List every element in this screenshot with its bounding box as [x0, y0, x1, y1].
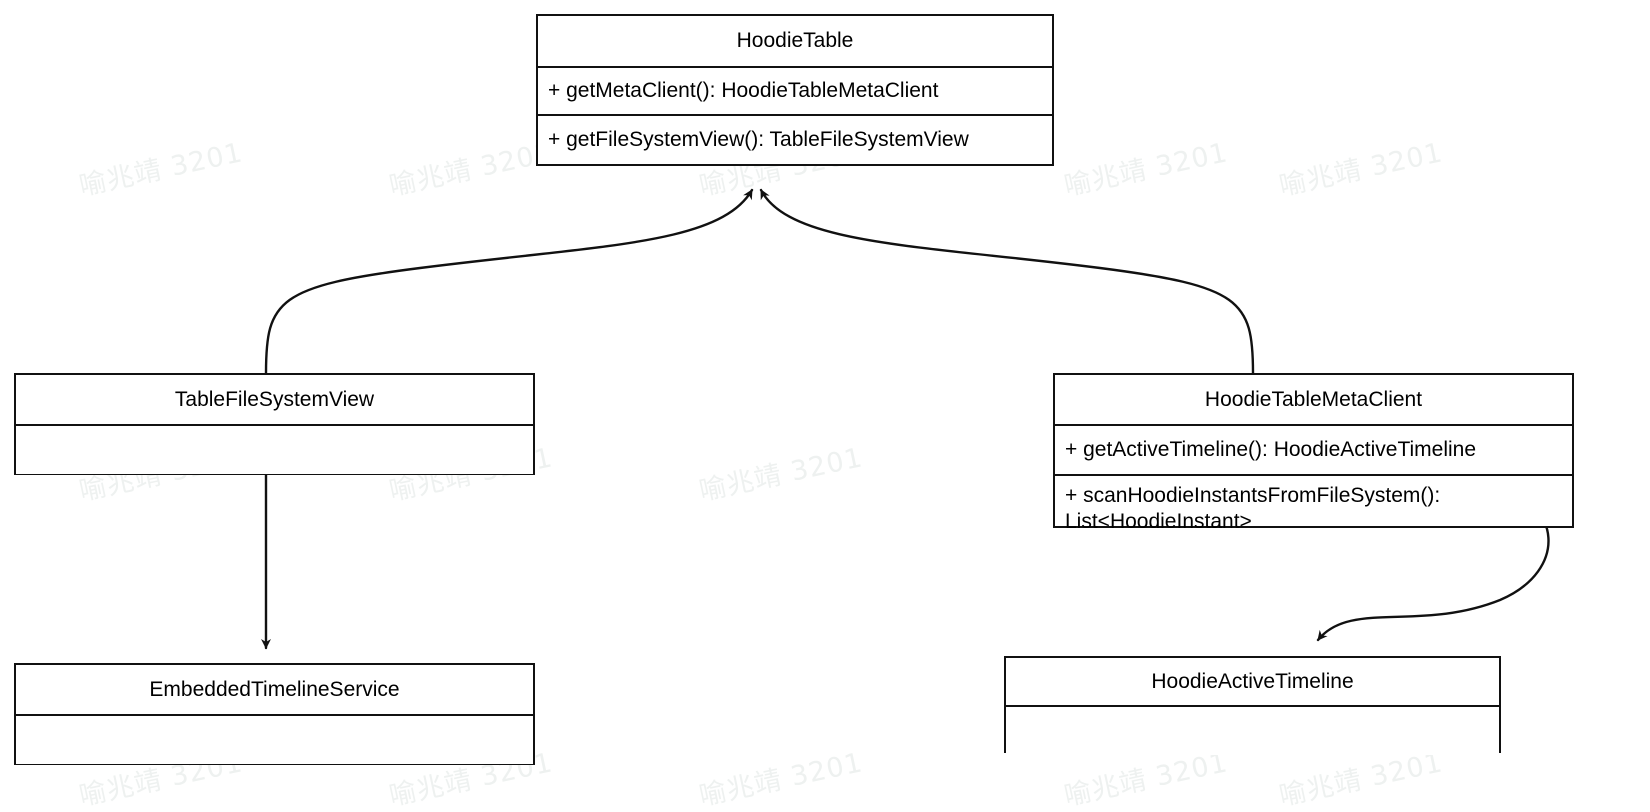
uml-compartment-hoodie-table-1: + getFileSystemView(): TableFileSystemVi…: [538, 114, 1052, 164]
uml-compartment-table-file-system-view-0: [16, 426, 533, 474]
watermark-text: 喻兆靖 3201: [76, 137, 246, 203]
uml-compartment-hoodie-active-timeline-0: [1006, 707, 1499, 755]
uml-class-name-table-file-system-view: TableFileSystemView: [16, 375, 533, 426]
watermark-text: 喻兆靖 3201: [1061, 137, 1231, 203]
uml-member-line: + getFileSystemView(): TableFileSystemVi…: [548, 128, 969, 151]
uml-class-name-embedded-timeline-service: EmbeddedTimelineService: [16, 665, 533, 716]
uml-member-line: List<HoodieInstant>: [1065, 510, 1252, 534]
uml-compartment-embedded-timeline-service-0: [16, 716, 533, 764]
edge-hoodietablemetaclient-to-hoodietable: [759, 188, 1255, 375]
uml-class-hoodie-table[interactable]: HoodieTable + getMetaClient(): HoodieTabl…: [536, 14, 1054, 166]
uml-compartment-hoodie-table-meta-client-0: + getActiveTimeline(): HoodieActiveTimel…: [1055, 426, 1572, 474]
uml-class-hoodie-active-timeline[interactable]: HoodieActiveTimeline: [1004, 656, 1501, 755]
uml-compartment-hoodie-table-0: + getMetaClient(): HoodieTableMetaClient: [538, 68, 1052, 114]
edge-tablefilesystemview-to-hoodietable: [264, 188, 754, 375]
uml-class-hoodie-table-meta-client[interactable]: HoodieTableMetaClient + getActiveTimeline…: [1053, 373, 1574, 533]
watermark-text: 喻兆靖 3201: [696, 747, 866, 812]
watermark-text: 喻兆靖 3201: [1276, 137, 1446, 203]
uml-member-line: + getMetaClient(): HoodieTableMetaClient: [548, 79, 939, 102]
uml-class-table-file-system-view[interactable]: TableFileSystemView: [14, 373, 535, 475]
uml-class-name-hoodie-table: HoodieTable: [538, 16, 1052, 68]
uml-compartment-hoodie-table-meta-client-1: + scanHoodieInstantsFromFileSystem(): Lis…: [1055, 474, 1572, 533]
uml-class-name-hoodie-active-timeline: HoodieActiveTimeline: [1006, 658, 1499, 707]
watermark-text: 喻兆靖 3201: [386, 137, 556, 203]
uml-class-name-hoodie-table-meta-client: HoodieTableMetaClient: [1055, 375, 1572, 426]
watermark-text: 喻兆靖 3201: [696, 442, 866, 508]
uml-member-line: + scanHoodieInstantsFromFileSystem():: [1065, 484, 1441, 507]
uml-class-embedded-timeline-service[interactable]: EmbeddedTimelineService: [14, 663, 535, 765]
uml-member-line: + getActiveTimeline(): HoodieActiveTimel…: [1065, 438, 1477, 461]
